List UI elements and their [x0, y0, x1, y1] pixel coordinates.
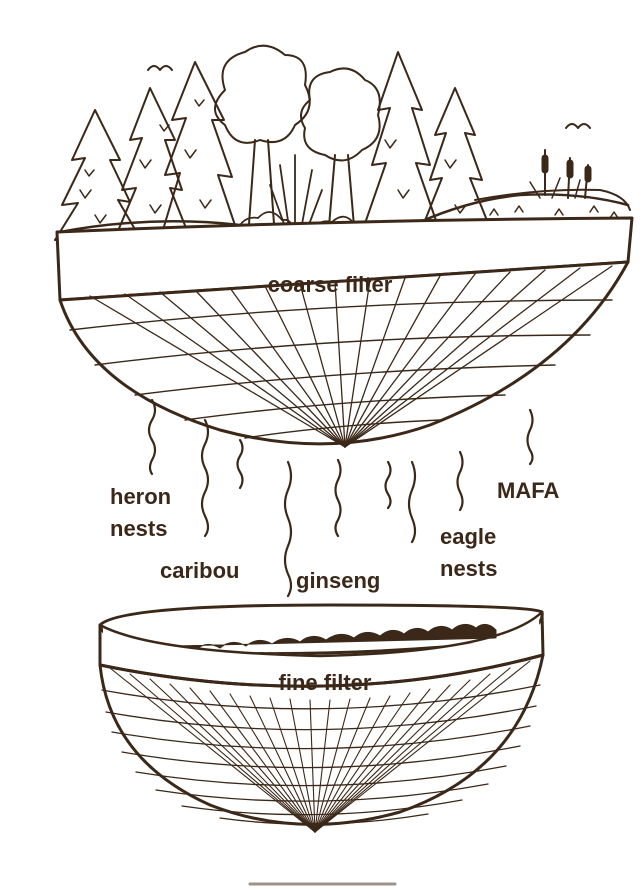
bird-icon: [148, 66, 172, 70]
label-eagle-line2: nests: [440, 556, 497, 581]
label-heron-line1: heron: [110, 484, 171, 509]
label-ginseng: ginseng: [296, 568, 380, 593]
fine-filter-label: fine filter: [279, 670, 372, 695]
landscape-illustration: [55, 46, 630, 240]
conifer-tree-icon: [160, 62, 240, 240]
coarse-filter-bowl: coarse filter: [57, 218, 632, 447]
fine-filter-bowl: fine filter: [100, 605, 543, 832]
label-caribou: caribou: [160, 558, 239, 583]
label-mafa: MAFA: [497, 478, 559, 503]
label-heron-line2: nests: [110, 516, 167, 541]
bird-icon: [566, 124, 590, 128]
label-eagle-line1: eagle: [440, 524, 496, 549]
coarse-filter-label: coarse filter: [268, 272, 393, 297]
species-labels: heron nests caribou ginseng eagle nests …: [110, 478, 559, 593]
